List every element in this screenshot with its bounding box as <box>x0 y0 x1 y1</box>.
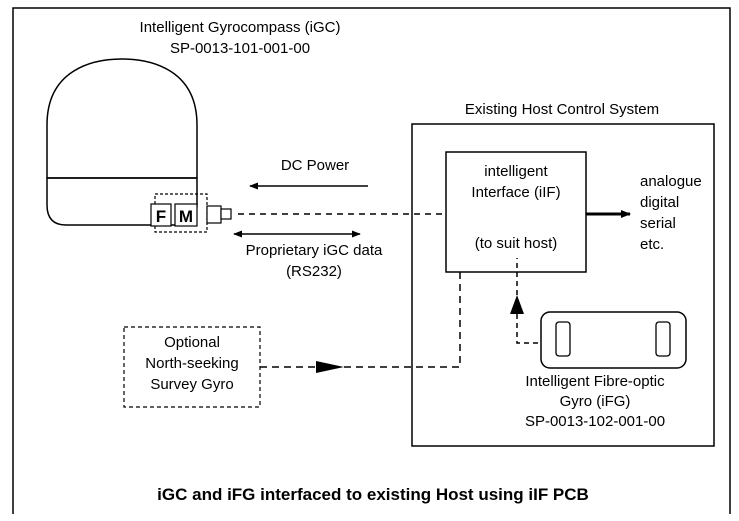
interface-box <box>445 151 587 273</box>
output-serial: serial <box>640 215 676 232</box>
host-title: Existing Host Control System <box>465 101 659 118</box>
interface-label-line3: (to suit host) <box>475 235 558 252</box>
output-analogue: analogue <box>640 173 702 190</box>
connector-plug-tip <box>220 208 232 220</box>
gyrocompass-name: Intelligent Gyrocompass (iGC) <box>140 19 341 36</box>
fibre-gyro-slot-left <box>555 321 571 357</box>
fibre-gyro-line3: SP-0013-102-001-00 <box>525 413 665 430</box>
fibre-gyro-line1: Intelligent Fibre-optic <box>525 373 665 390</box>
gyrocompass-body <box>46 58 198 178</box>
diagram-caption: iGC and iFG interfaced to existing Host … <box>157 485 589 504</box>
gyrocompass-part-number: SP-0013-101-001-00 <box>170 40 310 57</box>
survey-gyro-arrowhead <box>316 361 344 373</box>
outer-frame <box>12 7 731 514</box>
fibre-gyro-line2: Gyro (iFG) <box>560 393 631 410</box>
connector-female-label: F <box>156 207 166 226</box>
survey-gyro-line2: North-seeking <box>145 355 238 372</box>
gyrocompass-unit <box>46 58 198 226</box>
connector-female-block <box>150 203 172 227</box>
survey-gyro-line3: Survey Gyro <box>150 376 233 393</box>
connector: F M <box>150 193 232 233</box>
survey-gyro-line1: Optional <box>164 334 220 351</box>
connector-male-label: M <box>179 207 193 226</box>
output-etc: etc. <box>640 236 664 253</box>
host-system-box <box>411 123 715 447</box>
fibre-gyro-unit <box>540 311 687 369</box>
dc-power-label: DC Power <box>281 157 349 174</box>
fibre-gyro-slot-right <box>655 321 671 357</box>
interface-label-line1: intelligent <box>484 163 548 180</box>
interface-label-line2: Interface (iIF) <box>471 184 560 201</box>
fibre-gyro-arrowhead <box>510 295 524 314</box>
output-digital: digital <box>640 194 679 211</box>
survey-gyro-link <box>260 272 461 368</box>
connector-male-block <box>174 203 198 227</box>
fibre-gyro-body <box>540 311 687 369</box>
connector-plug <box>206 205 222 224</box>
igc-data-label: Proprietary iGC data <box>246 242 383 259</box>
igc-data-protocol: (RS232) <box>286 263 342 280</box>
